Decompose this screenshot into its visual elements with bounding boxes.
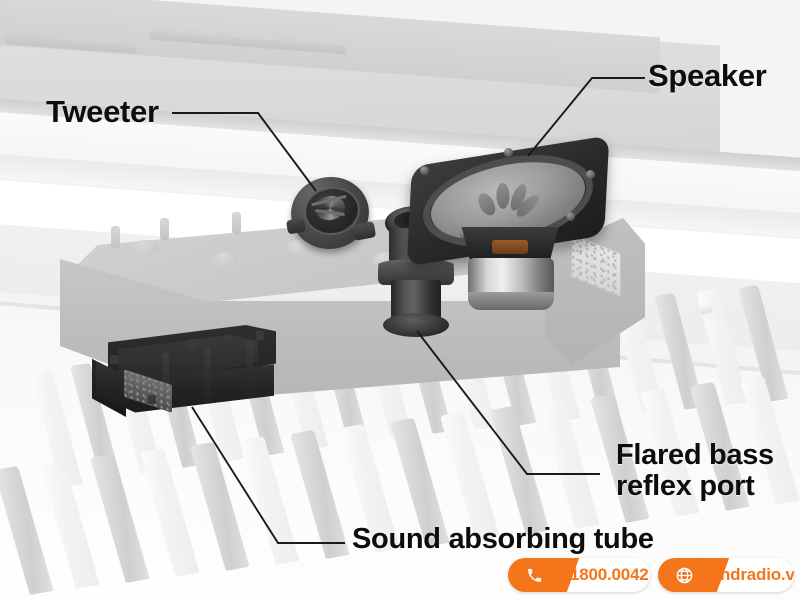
enclosure-boss: [212, 252, 238, 266]
globe-icon: [658, 558, 710, 592]
enclosure-post: [160, 218, 169, 240]
leader-line-tweeter: [172, 112, 317, 192]
phone-icon: [508, 558, 560, 592]
woofer-driver-icon: [406, 135, 618, 310]
callout-label-line1: Flared bass: [616, 439, 774, 471]
watermark-phone-badge[interactable]: 1800.0042: [508, 558, 650, 592]
callout-label-speaker: Speaker: [648, 58, 767, 93]
leader-line-flared-bass-reflex-port: [416, 330, 600, 475]
callout-label-tweeter: Tweeter: [46, 94, 159, 129]
enclosure-post: [111, 226, 120, 248]
enclosure-post: [232, 212, 241, 234]
enclosure-boss: [132, 240, 158, 254]
watermark-website-badge[interactable]: hdradio.vn: [658, 558, 794, 592]
enclosure-boss: [286, 240, 312, 254]
sound-absorbing-tube-icon: [88, 325, 280, 417]
watermark-phone-number: 1800.0042: [570, 565, 649, 584]
leader-line-sound-absorbing-tube: [191, 406, 345, 544]
callout-label-line2: reflex port: [616, 469, 755, 502]
watermark-website-url: hdradio.vn: [720, 565, 794, 584]
leader-line-speaker: [527, 77, 645, 157]
callout-label-sound-absorbing-tube: Sound absorbing tube: [352, 523, 654, 555]
callout-label-flared-bass-reflex-port: Flared bass reflex port: [616, 440, 792, 501]
